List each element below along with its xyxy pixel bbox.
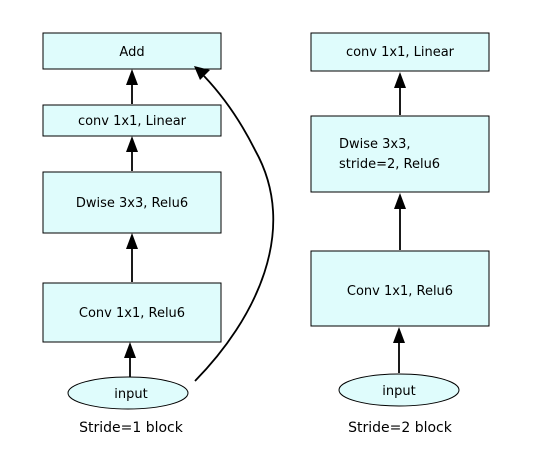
dwise-box-left <box>42 171 222 234</box>
conv-linear-label-left: conv 1x1, Linear <box>78 114 187 129</box>
conv-linear-box-right <box>310 32 490 72</box>
arrowhead-add <box>126 69 138 85</box>
stride2-caption: Stride=2 block <box>348 420 453 436</box>
arrowhead-conv1-left <box>124 342 136 358</box>
dwise-box-right <box>310 115 490 193</box>
arrowhead-linear-right <box>394 72 406 88</box>
conv1-box-right <box>310 250 490 327</box>
conv1-label-left: Conv 1x1, Relu6 <box>79 306 185 321</box>
dwise-label-left: Dwise 3x3, Relu6 <box>76 196 188 211</box>
dwise-label-right-line2: stride=2, Relu6 <box>339 157 440 172</box>
conv1-label-right: Conv 1x1, Relu6 <box>347 284 453 299</box>
add-label: Add <box>119 45 144 60</box>
conv1-box-left <box>42 282 222 343</box>
arrowhead-linear-left <box>126 136 138 152</box>
stride1-block: Add conv 1x1, Linear Dwise 3x3, Relu6 Co… <box>42 32 275 436</box>
input-node-right <box>338 373 460 407</box>
arrowhead-conv1-right <box>393 327 405 343</box>
conv-linear-box-left <box>42 104 222 137</box>
conv-linear-label-right: conv 1x1, Linear <box>346 45 455 60</box>
residual-connection <box>194 75 275 382</box>
add-box <box>42 32 222 70</box>
input-label-right: input <box>382 384 415 399</box>
arrowhead-dwise-left <box>126 233 138 249</box>
arrowhead-dwise-right <box>394 193 406 209</box>
stride1-caption: Stride=1 block <box>79 420 184 436</box>
arrowhead-residual <box>194 66 210 80</box>
stride2-block: conv 1x1, Linear Dwise 3x3, stride=2, Re… <box>310 32 490 436</box>
input-node-left <box>67 376 189 410</box>
input-label-left: input <box>114 387 147 402</box>
dwise-label-right-line1: Dwise 3x3, <box>339 137 411 152</box>
